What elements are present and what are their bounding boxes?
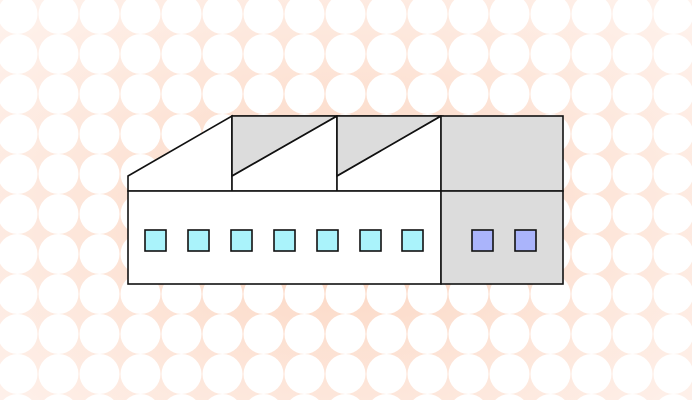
office-window xyxy=(471,229,494,252)
factory-window xyxy=(359,229,382,252)
factory-window xyxy=(144,229,167,252)
roof-slope-middle xyxy=(231,115,338,177)
factory-window xyxy=(316,229,339,252)
office-window xyxy=(514,229,537,252)
factory-window xyxy=(187,229,210,252)
office-upper xyxy=(440,115,564,192)
factory-window xyxy=(273,229,296,252)
office-lower xyxy=(440,190,564,285)
factory-window xyxy=(230,229,253,252)
roof-slope-right xyxy=(336,115,442,177)
roof-section-left xyxy=(127,114,233,192)
factory-window xyxy=(401,229,424,252)
